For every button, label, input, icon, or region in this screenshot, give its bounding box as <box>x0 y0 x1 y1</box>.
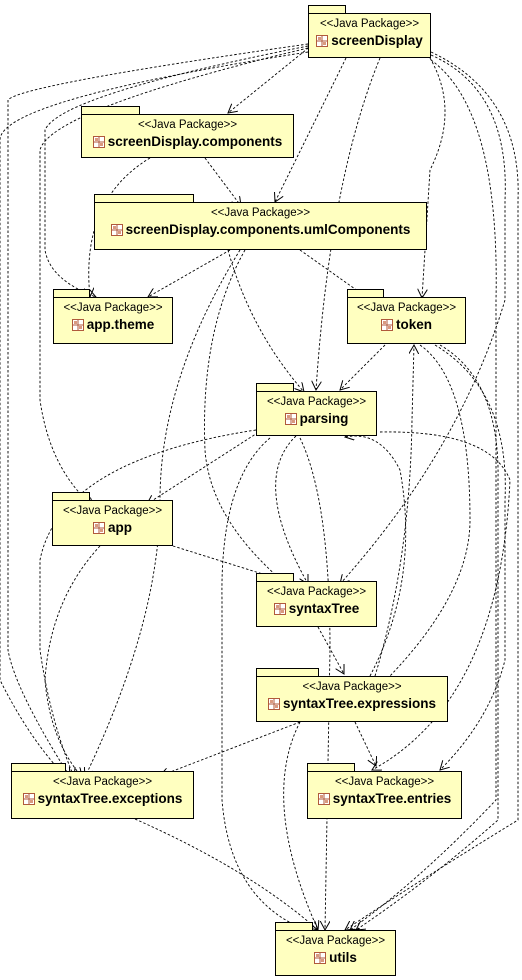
package-icon <box>314 952 327 964</box>
edge-exceptions-utils <box>134 818 318 930</box>
package-icon <box>110 224 123 236</box>
package-name: screenDisplay.components.umlComponents <box>125 222 411 237</box>
package-screenDisplay[interactable]: <<Java Package>> screenDisplay <box>308 5 431 58</box>
edge-token-utils <box>356 344 499 930</box>
edge-parsing-entries <box>372 431 511 770</box>
edge-screenDisplay-app <box>39 47 309 507</box>
edge-expressions-utils <box>283 721 318 930</box>
stereotype-label: <<Java Package>> <box>266 586 367 598</box>
edge-syntaxTree-expressions <box>317 626 344 674</box>
stereotype-label: <<Java Package>> <box>334 776 435 788</box>
package-syntaxTree-expressions[interactable]: <<Java Package>> syntaxTree.expressions <box>256 668 448 722</box>
package-icon <box>92 522 105 534</box>
package-icon <box>380 319 393 331</box>
edge-screenDisplay-token <box>422 57 446 298</box>
package-name: syntaxTree.exceptions <box>37 791 183 806</box>
edge-parsing-utils <box>221 437 306 930</box>
edge-app-syntaxTree <box>172 545 285 581</box>
edge-uml-theme <box>148 249 231 297</box>
package-name: screenDisplay <box>331 33 423 48</box>
package-icon <box>316 35 329 47</box>
edge-app-exceptions <box>44 545 101 777</box>
edge-components-uml <box>204 157 241 206</box>
stereotype-label: <<Java Package>> <box>137 119 238 131</box>
edge-screenDisplay-utils-2 <box>350 59 497 930</box>
edge-parsing-exceptions <box>39 429 257 777</box>
edge-components-theme <box>89 157 151 297</box>
stereotype-label: <<Java Package>> <box>356 302 457 314</box>
edge-token-entries <box>434 344 506 770</box>
package-app-theme[interactable]: <<Java Package>> app.theme <box>53 289 173 344</box>
package-name: app.theme <box>86 317 155 332</box>
package-utils[interactable]: <<Java Package>> utils <box>275 922 396 976</box>
edge-screenDisplay-utils <box>345 51 519 930</box>
edge-uml-parsing <box>227 249 304 392</box>
package-icon <box>22 793 35 805</box>
edge-token-parsing <box>340 344 386 390</box>
package-name: token <box>395 317 432 332</box>
edge-parsing-syntaxTree <box>275 435 308 584</box>
package-name: app <box>107 520 132 535</box>
package-icon <box>71 319 84 331</box>
package-name: syntaxTree.expressions <box>282 696 437 711</box>
package-name: parsing <box>299 411 349 426</box>
stereotype-label: <<Java Package>> <box>62 505 163 517</box>
package-name: syntaxTree.entries <box>332 791 452 806</box>
stereotype-label: <<Java Package>> <box>266 396 367 408</box>
edge-screenDisplay-exceptions-2 <box>0 51 309 777</box>
package-parsing[interactable]: <<Java Package>> parsing <box>256 383 377 436</box>
edge-screenDisplay-exceptions <box>7 43 309 777</box>
package-icon <box>273 603 286 615</box>
stereotype-label: <<Java Package>> <box>210 207 311 219</box>
package-name: screenDisplay.components <box>107 134 283 149</box>
edge-token-expressions <box>372 344 471 694</box>
package-app[interactable]: <<Java Package>> app <box>52 492 173 546</box>
package-icon <box>92 136 105 148</box>
stereotype-label: <<Java Package>> <box>63 302 163 314</box>
package-icon <box>317 793 330 805</box>
edge-parsing-utils-2 <box>299 437 331 930</box>
edge-expressions-entries <box>354 721 376 766</box>
package-syntaxTree-entries[interactable]: <<Java Package>> syntaxTree.entries <box>307 763 462 819</box>
edge-uml-syntaxTree <box>204 249 287 584</box>
package-screenDisplay-components-umlComponents[interactable]: <<Java Package>> screenDisplay.component… <box>94 194 427 250</box>
edge-screenDisplay-components <box>228 44 313 113</box>
stereotype-label: <<Java Package>> <box>319 18 420 30</box>
package-syntaxTree[interactable]: <<Java Package>> syntaxTree <box>256 573 377 627</box>
package-name: syntaxTree <box>288 601 360 616</box>
package-screenDisplay-components[interactable]: <<Java Package>> screenDisplay.component… <box>81 106 294 158</box>
stereotype-label: <<Java Package>> <box>285 935 386 947</box>
stereotype-label: <<Java Package>> <box>302 681 402 693</box>
edge-expressions-token <box>374 345 414 677</box>
package-name: utils <box>329 950 357 965</box>
edge-expressions-parsing <box>345 436 407 677</box>
package-syntaxTree-exceptions[interactable]: <<Java Package>> syntaxTree.exceptions <box>11 763 194 819</box>
package-icon <box>284 413 297 425</box>
package-token[interactable]: <<Java Package>> token <box>347 289 466 344</box>
edge-screenDisplay-theme <box>44 45 309 297</box>
edge-parsing-app <box>147 429 263 504</box>
package-icon <box>267 698 280 710</box>
stereotype-label: <<Java Package>> <box>52 776 153 788</box>
